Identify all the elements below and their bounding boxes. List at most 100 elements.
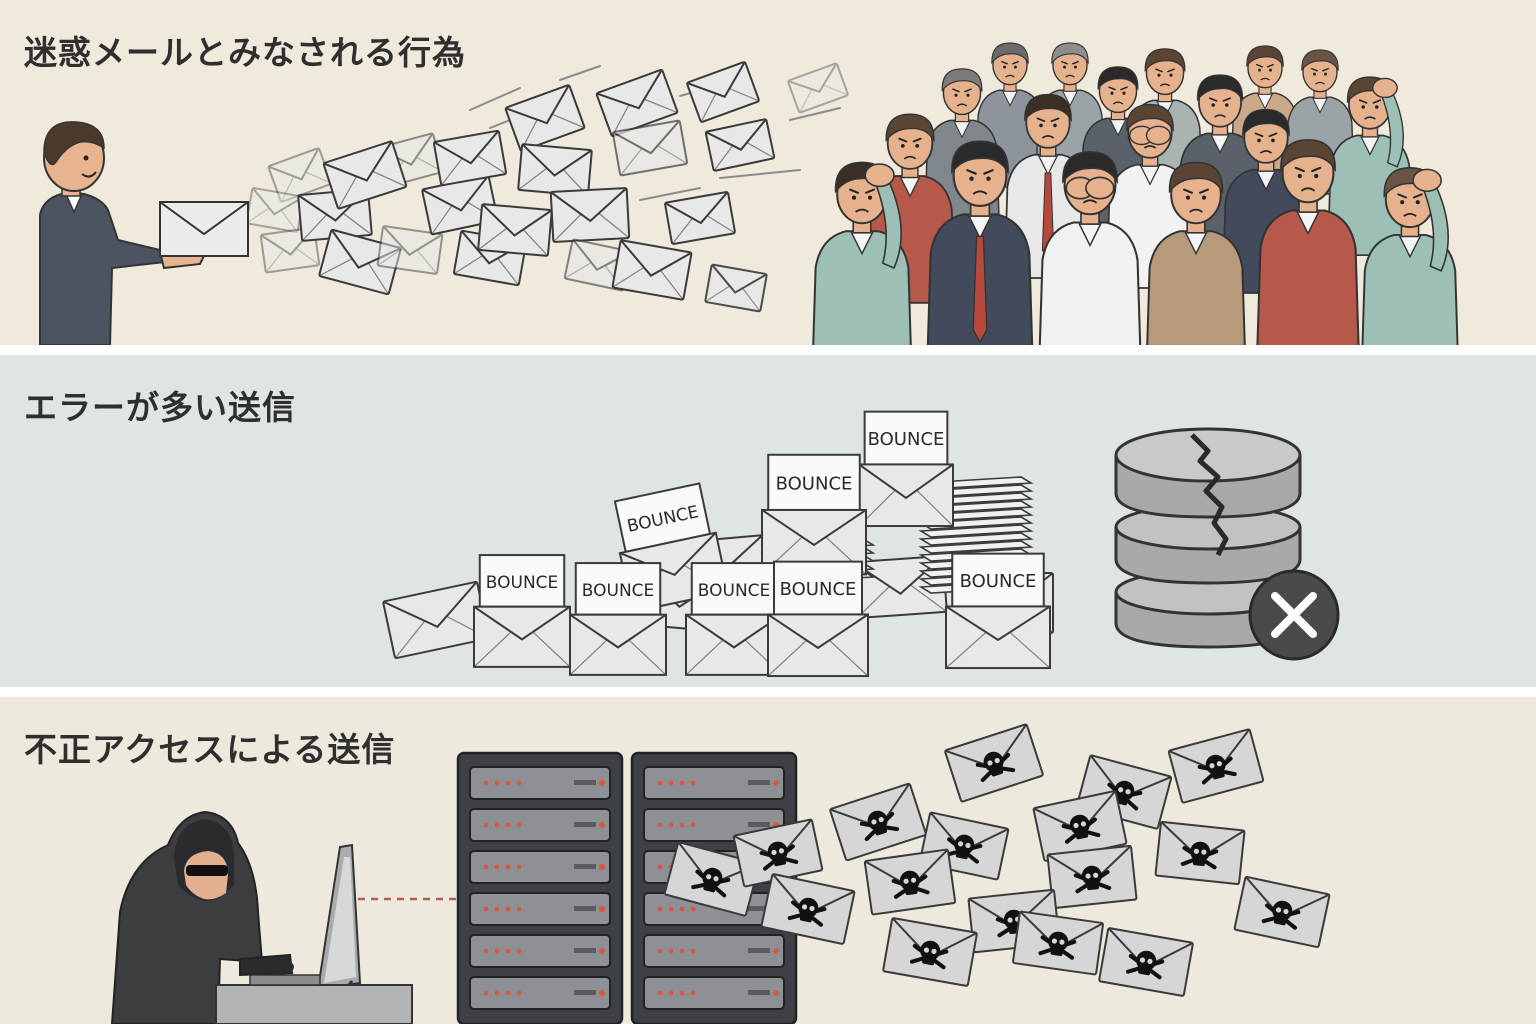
envelope — [517, 143, 593, 197]
server-led — [657, 822, 663, 828]
server-led — [679, 822, 685, 828]
speed-line — [639, 187, 701, 201]
skull-icon — [1180, 841, 1219, 870]
server-led — [679, 990, 685, 996]
server-led — [668, 990, 674, 996]
bounce-label: BOUNCE — [486, 573, 559, 593]
server-led — [773, 948, 779, 954]
server-led — [657, 990, 663, 996]
envelope — [322, 140, 408, 210]
panel-spam: 迷惑メールとみなされる行為 — [0, 0, 1536, 345]
skull-icon — [1126, 950, 1165, 980]
server-led — [505, 780, 511, 786]
hacker-scene — [110, 723, 1331, 1024]
server-led — [668, 948, 674, 954]
annoyed-person — [1038, 151, 1142, 345]
server-led — [599, 990, 605, 996]
skull-icon — [910, 940, 949, 970]
skull-envelope — [760, 873, 856, 945]
bounce-envelope: BOUNCE — [473, 554, 571, 668]
skull-envelope — [663, 841, 761, 917]
desk — [215, 974, 413, 1024]
server-unit — [643, 934, 785, 968]
speed-line — [789, 107, 841, 121]
skull-icon — [975, 751, 1016, 783]
skull-icon — [691, 867, 731, 898]
server-led — [599, 780, 605, 786]
panel-title: エラーが多い送信 — [24, 388, 296, 427]
skull-envelope — [944, 723, 1044, 803]
server-led — [483, 948, 489, 954]
skull-icon — [1197, 754, 1237, 785]
bounce-label: BOUNCE — [776, 474, 853, 495]
server-led — [599, 948, 605, 954]
skull-icon — [1061, 814, 1101, 844]
speed-lines — [469, 65, 841, 201]
broken-database-icon — [1114, 427, 1340, 661]
skull-envelope — [882, 917, 978, 987]
server-led — [516, 822, 522, 828]
server-led — [679, 906, 685, 912]
server-led — [690, 780, 696, 786]
server-led — [679, 780, 685, 786]
envelope — [704, 263, 768, 313]
server-led — [657, 906, 663, 912]
bounce-envelope: BOUNCE — [569, 562, 667, 676]
bounce-envelope: BOUNCE — [761, 453, 867, 576]
bounce-label: BOUNCE — [780, 579, 857, 600]
skull-envelope — [1154, 820, 1246, 886]
server-led — [599, 864, 605, 870]
flying-envelopes — [245, 61, 849, 313]
server-led — [494, 780, 500, 786]
server-unit — [469, 766, 611, 800]
envelope — [504, 84, 586, 152]
skull-envelope — [1233, 875, 1331, 948]
bounce-envelope: BOUNCE — [858, 410, 954, 528]
server-led — [505, 822, 511, 828]
envelope — [612, 119, 688, 177]
server-led — [494, 990, 500, 996]
spam-scene — [39, 42, 1459, 345]
envelope — [686, 61, 760, 123]
server-led — [505, 948, 511, 954]
server-led — [483, 822, 489, 828]
annoyed-person — [1361, 167, 1459, 345]
envelope — [787, 62, 849, 114]
server-unit — [469, 892, 611, 926]
envelope — [267, 147, 333, 203]
envelope — [432, 129, 508, 187]
skull-icon — [1038, 931, 1077, 960]
annoyed-person — [1326, 76, 1414, 257]
server-led — [483, 990, 489, 996]
envelope — [376, 225, 444, 275]
panel-unauthorized-access: 不正アクセスによる送信 — [0, 697, 1536, 1024]
server-led — [483, 906, 489, 912]
envelope — [595, 68, 679, 138]
server-led — [679, 948, 685, 954]
annoyed-person — [1146, 161, 1246, 345]
server-led — [494, 906, 500, 912]
server-led — [494, 822, 500, 828]
server-unit — [469, 934, 611, 968]
server-led — [657, 948, 663, 954]
server-unit — [469, 976, 611, 1010]
speed-line — [559, 65, 601, 81]
computer-monitor — [315, 843, 375, 996]
server-led — [516, 990, 522, 996]
panel-title: 迷惑メールとみなされる行為 — [24, 33, 466, 72]
annoyed-person — [812, 161, 912, 345]
skull-envelope — [1012, 910, 1104, 976]
bounce-envelope: BOUNCE — [767, 560, 869, 678]
skull-envelope — [863, 848, 957, 916]
panel-title: 不正アクセスによる送信 — [24, 730, 396, 769]
envelope — [549, 187, 631, 243]
speed-line — [719, 169, 801, 179]
envelope — [477, 203, 553, 257]
server-led — [505, 864, 511, 870]
skull-icon — [891, 870, 930, 899]
server-led — [494, 864, 500, 870]
skull-envelope — [1032, 790, 1128, 862]
speed-line — [469, 87, 521, 111]
